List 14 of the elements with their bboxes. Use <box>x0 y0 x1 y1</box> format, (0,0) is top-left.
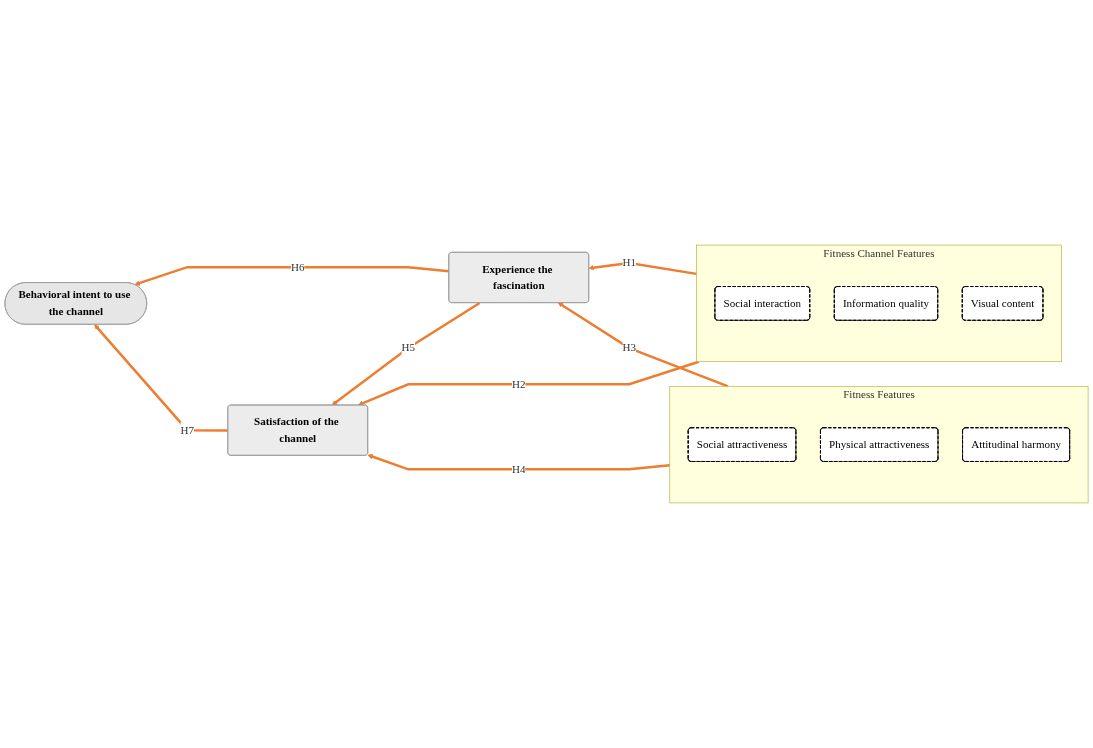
arrow <box>557 302 729 388</box>
arrow <box>358 360 700 406</box>
edge-label: H6 <box>290 260 305 274</box>
edge-label: H7 <box>180 423 194 437</box>
edge-label: H4 <box>511 462 526 476</box>
edge-label: H5 <box>401 341 415 354</box>
edge-label: H3 <box>622 341 636 354</box>
arrow <box>367 454 670 471</box>
arrow <box>331 301 481 406</box>
arrow <box>94 324 229 432</box>
edge-label: H2 <box>511 377 526 391</box>
arrow <box>588 261 697 276</box>
edge-label: H1 <box>622 256 636 269</box>
arrow <box>134 265 450 286</box>
